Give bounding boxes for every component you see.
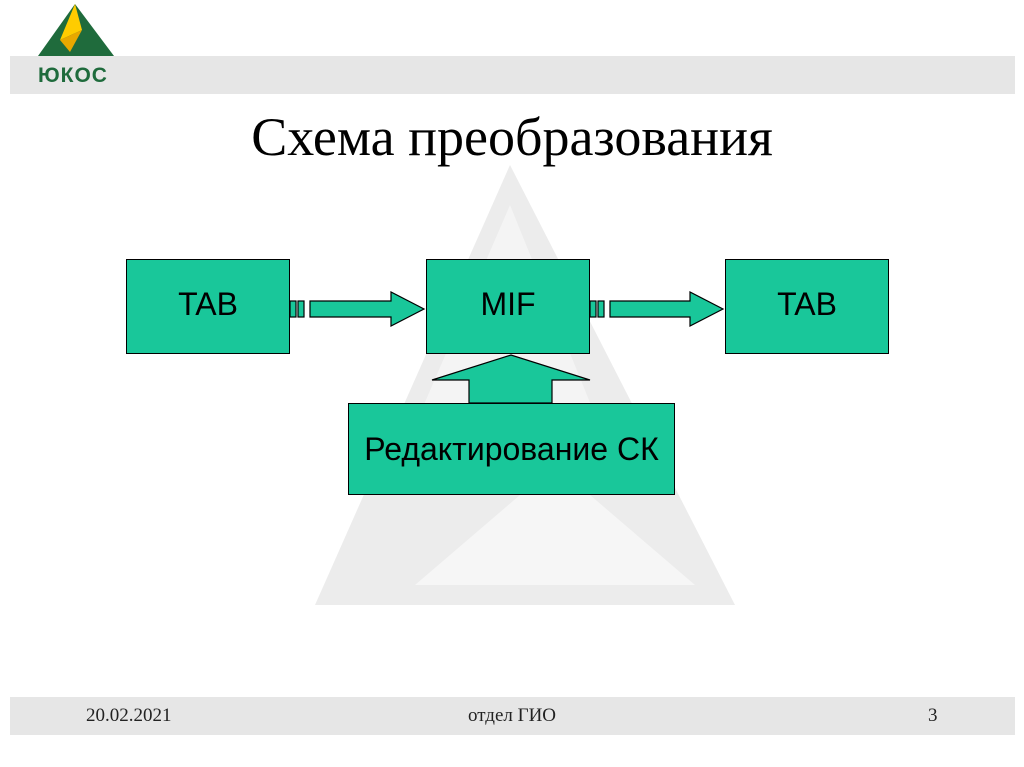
yukos-logo-icon — [38, 4, 114, 56]
box-tab-source-label: TAB — [178, 286, 238, 322]
arrow-tab-to-mif — [289, 291, 426, 327]
box-tab-result: TAB — [725, 259, 889, 354]
footer-page-number: 3 — [928, 705, 938, 726]
box-edit-sk: Редактирование СК — [348, 403, 675, 495]
header-band — [10, 56, 1015, 94]
arrow-edit-to-mif — [431, 354, 591, 404]
box-tab-source: TAB — [126, 259, 290, 354]
box-mif: MIF — [426, 259, 590, 354]
arrow-mif-to-tab — [589, 291, 725, 327]
box-edit-sk-label: Редактирование СК — [364, 430, 659, 467]
page-title: Схема преобразования — [251, 107, 773, 167]
logo-text: ЮКОС — [38, 64, 108, 87]
box-mif-label: MIF — [480, 286, 536, 322]
footer-band — [10, 697, 1015, 735]
footer-department: отдел ГИО — [467, 705, 557, 726]
footer-date: 20.02.2021 — [86, 705, 172, 726]
box-tab-result-label: TAB — [777, 286, 837, 322]
